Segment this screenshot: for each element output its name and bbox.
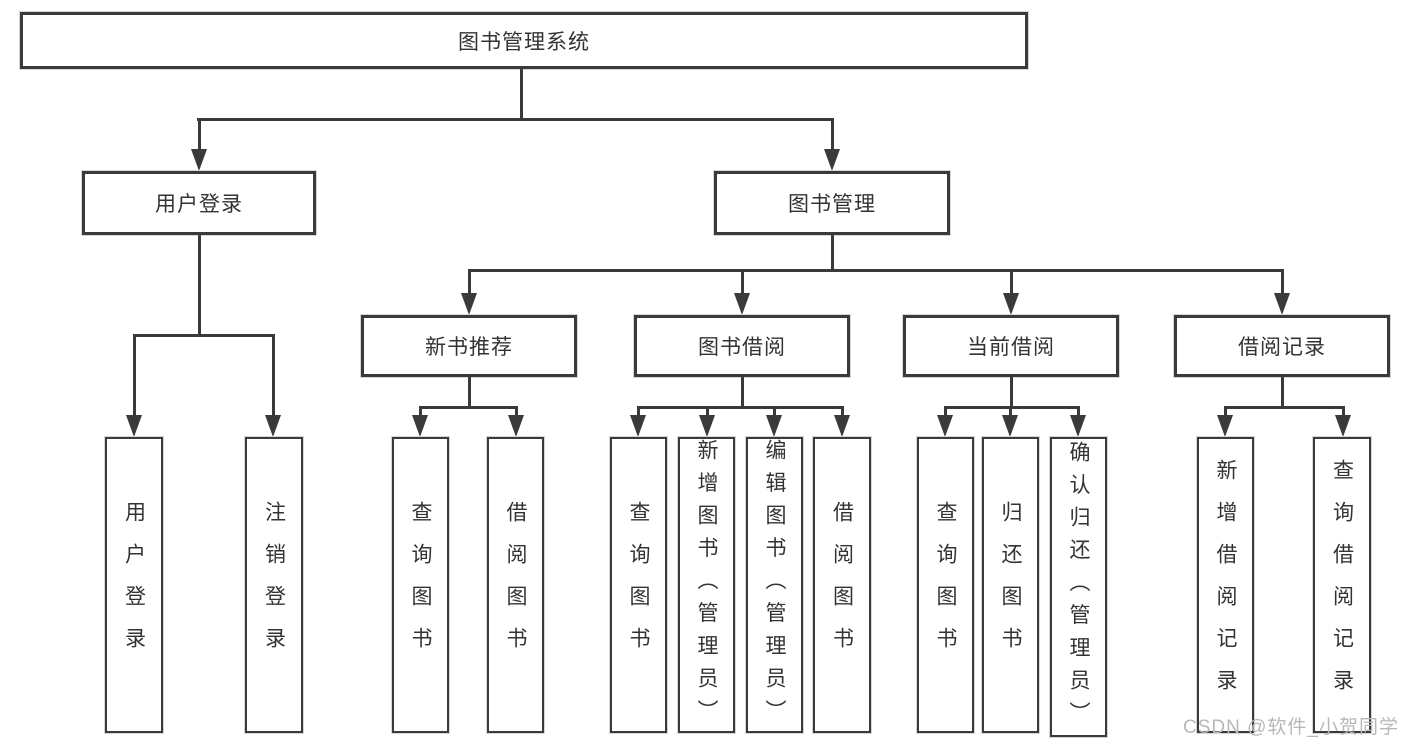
connector-line [467, 377, 471, 409]
node-user-login-label: 用户登录 [155, 193, 243, 216]
leaf-logout-login-label: 注销登录 [262, 501, 286, 669]
leaf-borrow-books-recommend-label: 借阅图书 [504, 501, 527, 669]
arrow-down-icon [126, 415, 142, 437]
connector-line [636, 406, 640, 416]
node-book-borrow-label: 图书借阅 [698, 336, 786, 359]
arrow-down-icon [1274, 293, 1290, 315]
connector-line [520, 69, 523, 119]
arrow-down-icon [937, 415, 953, 437]
node-borrow-record: 借阅记录 [1174, 315, 1390, 377]
arrow-down-icon [1003, 293, 1019, 315]
leaf-query-borrow-record: 查询借阅记录 [1313, 437, 1371, 733]
leaf-borrow-books: 借阅图书 [813, 437, 871, 733]
arrow-down-icon [265, 415, 281, 437]
arrow-down-icon [1217, 415, 1233, 437]
connector-line [1009, 269, 1013, 295]
leaf-confirm-return-admin: 确认归还（管理员） [1050, 437, 1107, 737]
connector-line [132, 334, 136, 416]
connector-line [830, 235, 834, 271]
leaf-user-login: 用户登录 [105, 437, 163, 733]
leaf-query-borrow-record-label: 查询借阅记录 [1330, 459, 1354, 711]
node-borrow-record-label: 借阅记录 [1238, 336, 1326, 359]
leaf-add-book-admin-label: 新增图书（管理员） [695, 438, 718, 732]
leaf-confirm-return-admin-label: 确认归还（管理员） [1067, 440, 1090, 734]
leaf-logout-login: 注销登录 [245, 437, 303, 733]
leaf-return-book: 归还图书 [982, 437, 1039, 733]
connector-line [418, 406, 422, 416]
leaf-query-books-borrow: 查询图书 [610, 437, 667, 733]
node-user-login: 用户登录 [82, 171, 316, 235]
arrow-down-icon [734, 293, 750, 315]
leaf-borrow-books-label: 借阅图书 [830, 501, 854, 669]
connector-line [1223, 406, 1227, 416]
csdn-watermark: CSDN @软件_小贺同学 [1183, 717, 1399, 738]
leaf-borrow-books-recommend: 借阅图书 [487, 437, 544, 733]
connector-line [705, 406, 709, 416]
connector-line [740, 269, 744, 295]
connector-line [1076, 406, 1080, 416]
node-book-borrow: 图书借阅 [634, 315, 850, 377]
leaf-query-books-current-label: 查询图书 [934, 501, 957, 669]
leaf-query-books-recommend-label: 查询图书 [409, 501, 432, 669]
leaf-edit-book-admin: 编辑图书（管理员） [746, 437, 803, 733]
connector-line [197, 118, 201, 152]
arrow-down-icon [508, 415, 524, 437]
arrow-down-icon [834, 415, 850, 437]
connector-line [197, 235, 201, 336]
connector-line [830, 118, 834, 152]
connector-line [271, 334, 275, 416]
node-book-mgmt: 图书管理 [714, 171, 950, 235]
connector-line [197, 118, 834, 121]
node-current-borrow-label: 当前借阅 [967, 336, 1055, 359]
arrow-down-icon [630, 415, 646, 437]
root-node-label: 图书管理系统 [458, 30, 590, 54]
arrow-down-icon [1002, 415, 1018, 437]
leaf-query-books-recommend: 查询图书 [392, 437, 449, 733]
connector-line [1280, 377, 1284, 409]
connector-line [943, 406, 1080, 409]
node-new-book-recommend-label: 新书推荐 [425, 336, 513, 359]
leaf-edit-book-admin-label: 编辑图书（管理员） [763, 438, 786, 732]
leaf-add-borrow-record-label: 新增借阅记录 [1214, 459, 1237, 711]
arrow-down-icon [824, 149, 840, 171]
connector-line [1008, 406, 1012, 416]
connector-line [943, 406, 947, 416]
connector-line [636, 406, 844, 409]
connector-line [418, 406, 517, 409]
connector-line [132, 334, 275, 337]
connector-line [1223, 406, 1344, 409]
leaf-query-books-borrow-label: 查询图书 [627, 501, 650, 669]
connector-line [514, 406, 518, 416]
leaf-query-books-current: 查询图书 [917, 437, 974, 733]
arrow-down-icon [699, 415, 715, 437]
arrow-down-icon [191, 149, 207, 171]
connector-line [740, 377, 744, 409]
arrow-down-icon [461, 293, 477, 315]
leaf-user-login-label: 用户登录 [122, 501, 146, 669]
arrow-down-icon [1070, 415, 1086, 437]
node-new-book-recommend: 新书推荐 [361, 315, 577, 377]
arrow-down-icon [766, 415, 782, 437]
leaf-add-borrow-record: 新增借阅记录 [1197, 437, 1254, 733]
connector-line [840, 406, 844, 416]
connector-line [1009, 377, 1013, 409]
connector-line [1341, 406, 1345, 416]
leaf-add-book-admin: 新增图书（管理员） [678, 437, 735, 733]
connector-line [772, 406, 776, 416]
connector-line [1280, 269, 1284, 295]
root-node-system: 图书管理系统 [20, 12, 1028, 69]
connector-line [467, 269, 471, 295]
node-book-mgmt-label: 图书管理 [788, 193, 876, 216]
arrow-down-icon [1335, 415, 1351, 437]
connector-line [467, 269, 1284, 272]
arrow-down-icon [412, 415, 428, 437]
leaf-return-book-label: 归还图书 [999, 501, 1022, 669]
node-current-borrow: 当前借阅 [903, 315, 1119, 377]
